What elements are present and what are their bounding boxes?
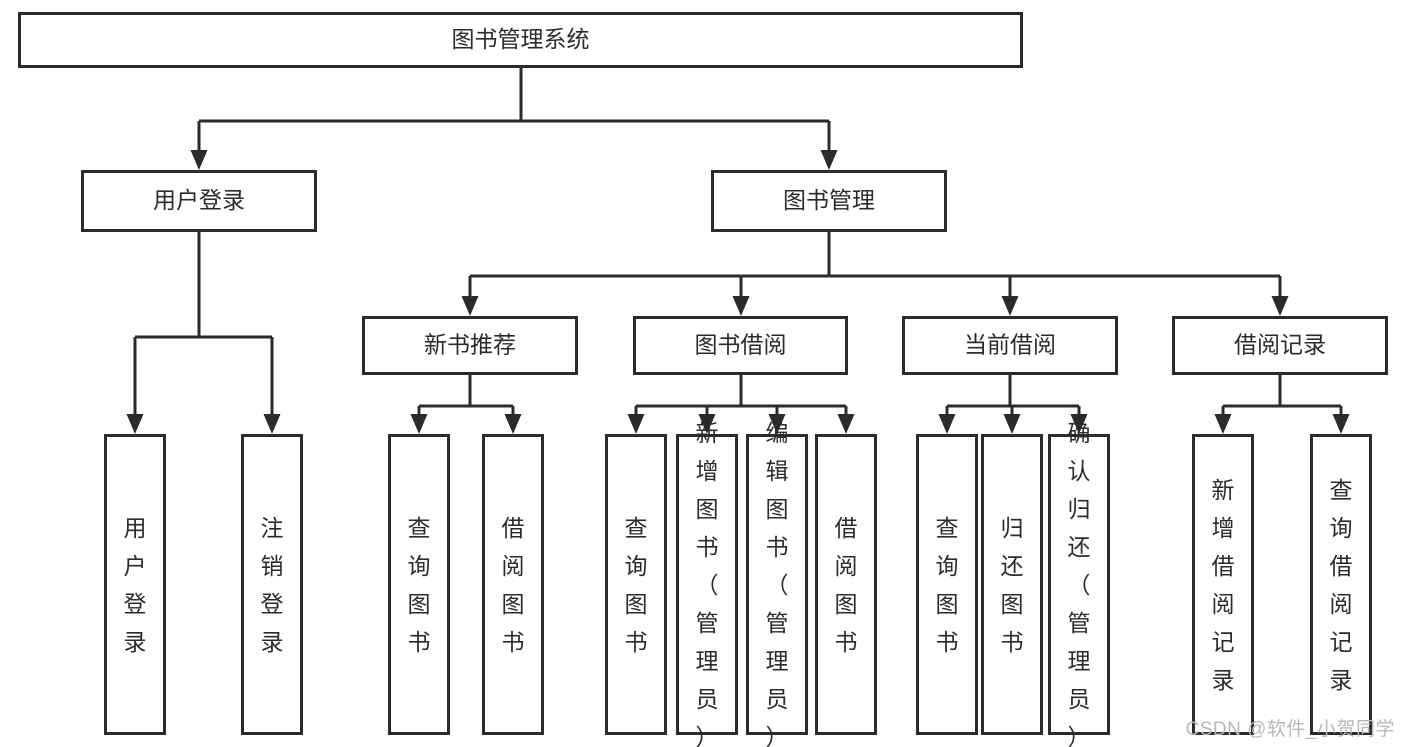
node-leaf-query-book-1[interactable]: 查询图书 <box>388 434 450 735</box>
node-label: 借阅图书 <box>502 515 525 655</box>
node-box <box>241 434 303 735</box>
node-box <box>676 434 738 735</box>
node-box <box>81 170 317 232</box>
node-box <box>362 316 578 375</box>
node-label: 用户登录 <box>153 187 245 213</box>
node-leaf-borrow-book-1[interactable]: 借阅图书 <box>482 434 544 735</box>
node-leaf-query-book-2[interactable]: 查询图书 <box>605 434 667 735</box>
node-label: 查询图书 <box>625 515 648 655</box>
node-label: 查询图书 <box>408 515 431 655</box>
node-label: 查询借阅记录 <box>1330 477 1353 693</box>
node-box <box>482 434 544 735</box>
node-label: 查询图书 <box>936 515 959 655</box>
connector-layer <box>126 68 1350 434</box>
node-box <box>633 316 848 375</box>
node-leaf-query-book-3[interactable]: 查询图书 <box>916 434 978 735</box>
node-box <box>104 434 166 735</box>
node-leaf-borrow-book-2[interactable]: 借阅图书 <box>815 434 877 735</box>
node-label: 当前借阅 <box>964 332 1056 358</box>
node-label: 图书管理系统 <box>452 26 590 52</box>
node-label: 确认归还（管理员） <box>1068 420 1091 747</box>
node-label: 借阅记录 <box>1234 332 1326 358</box>
node-new-book-rec[interactable]: 新书推荐 <box>362 316 578 375</box>
node-box <box>815 434 877 735</box>
node-box <box>1172 316 1388 375</box>
node-leaf-return-book[interactable]: 归还图书 <box>981 434 1043 735</box>
node-label: 图书借阅 <box>695 332 787 358</box>
node-current-borrow[interactable]: 当前借阅 <box>902 316 1118 375</box>
node-leaf-logout[interactable]: 注销登录 <box>241 434 303 735</box>
node-label: 新增图书（管理员） <box>696 420 719 747</box>
node-label: 新书推荐 <box>424 332 516 358</box>
node-label: 用户登录 <box>124 515 147 655</box>
node-box <box>746 434 808 735</box>
node-leaf-user-login[interactable]: 用户登录 <box>104 434 166 735</box>
node-user-login[interactable]: 用户登录 <box>81 170 317 232</box>
node-leaf-edit-book[interactable]: 编辑图书（管理员） <box>746 420 808 747</box>
csdn-watermark: CSDN @软件_小贺同学 <box>1185 719 1395 740</box>
node-box <box>1310 434 1372 735</box>
node-box <box>605 434 667 735</box>
node-label: 归还图书 <box>1001 515 1024 655</box>
node-label: 编辑图书（管理员） <box>766 420 789 747</box>
node-book-borrow[interactable]: 图书借阅 <box>633 316 848 375</box>
node-box <box>1048 434 1110 735</box>
node-label: 注销登录 <box>261 515 284 655</box>
node-box <box>981 434 1043 735</box>
node-leaf-query-record[interactable]: 查询借阅记录 <box>1310 434 1372 735</box>
node-box <box>711 170 947 232</box>
node-leaf-add-book[interactable]: 新增图书（管理员） <box>676 420 738 747</box>
node-label: 借阅图书 <box>835 515 858 655</box>
node-leaf-add-record[interactable]: 新增借阅记录 <box>1192 434 1254 735</box>
node-box <box>916 434 978 735</box>
node-box <box>388 434 450 735</box>
node-label: 新增借阅记录 <box>1212 477 1235 693</box>
node-root[interactable]: 图书管理系统 <box>18 12 1023 68</box>
node-borrow-record[interactable]: 借阅记录 <box>1172 316 1388 375</box>
node-box <box>902 316 1118 375</box>
node-book-manage[interactable]: 图书管理 <box>711 170 947 232</box>
node-label: 图书管理 <box>783 187 875 213</box>
node-leaf-confirm-return[interactable]: 确认归还（管理员） <box>1048 420 1110 747</box>
node-box <box>1192 434 1254 735</box>
node-box <box>18 12 1023 68</box>
node-layer: 图书管理系统用户登录图书管理新书推荐图书借阅当前借阅借阅记录用户登录注销登录查询… <box>18 12 1388 747</box>
